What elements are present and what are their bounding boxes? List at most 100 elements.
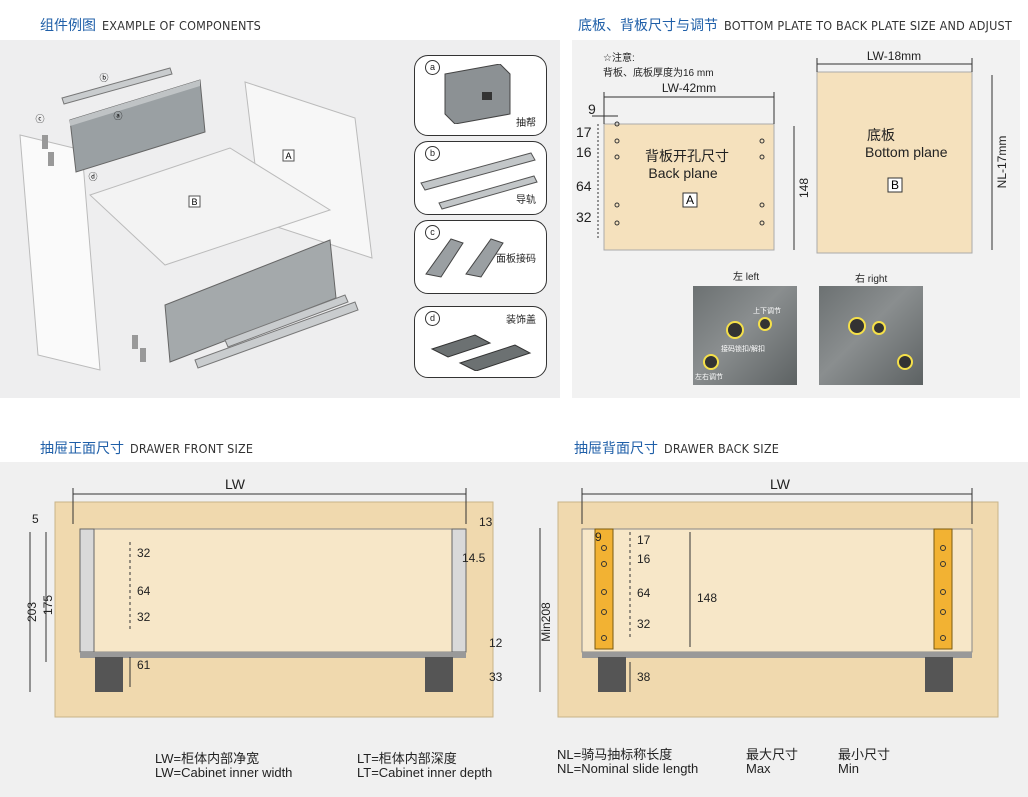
marker-b: ⓑ xyxy=(99,73,108,83)
legend-nl: NL=骑马抽标称长度 NL=Nominal slide length xyxy=(557,748,698,776)
title-zh: 组件例图 xyxy=(40,17,96,33)
back-lw-dim: LW xyxy=(770,476,791,492)
back-gap-17: 17 xyxy=(637,533,651,547)
card-letter: c xyxy=(425,225,440,240)
exploded-drawer-illustration: A B ⓑ ⓐ ⓒ ⓓ xyxy=(19,67,373,371)
front-side-dim: 13 xyxy=(479,515,493,529)
left-photo-caption: 左 left xyxy=(733,272,760,283)
back-plane-shape xyxy=(603,123,775,251)
front-gap-32a: 32 xyxy=(137,546,151,560)
legend-max: 最大尺寸 Max xyxy=(746,748,798,776)
front-gap-64: 64 xyxy=(137,584,151,598)
back-offset: 9 xyxy=(595,530,602,544)
front-gap-32b: 32 xyxy=(137,610,151,624)
back-gap-64: 64 xyxy=(576,178,592,194)
front-panel-shape xyxy=(19,134,101,371)
card-letter: a xyxy=(425,60,440,75)
legend-lw: LW=柜体内部净宽 LW=Cabinet inner width xyxy=(155,752,292,780)
front-d33: 33 xyxy=(489,670,503,684)
back-plane-tag: A xyxy=(686,193,694,207)
bottom-plane-title-zh: 底板 xyxy=(867,127,895,143)
back-offset-dim: 9 xyxy=(588,101,596,117)
bottom-panel-shape xyxy=(89,147,332,266)
title-en: DRAWER BACK SIZE xyxy=(664,441,780,456)
front-bottom61: 61 xyxy=(137,658,151,672)
front-top-dim: 5 xyxy=(32,512,39,526)
title-en: DRAWER FRONT SIZE xyxy=(130,441,254,456)
back-height-dim: 148 xyxy=(797,178,811,198)
slide-b-shape xyxy=(61,67,173,105)
legend-min-en: Min xyxy=(838,761,859,776)
back-h148: 148 xyxy=(697,591,717,605)
title-zh: 抽屉正面尺寸 xyxy=(40,440,124,456)
label-lr: 左右调节 xyxy=(695,374,723,381)
legend-min: 最小尺寸 Min xyxy=(838,748,890,776)
legend-max-en: Max xyxy=(746,761,771,776)
back-h38: 38 xyxy=(637,670,651,684)
back-plane-title-zh: 背板开孔尺寸 xyxy=(645,148,729,164)
label-updown: 上下调节 xyxy=(753,308,781,315)
bottom-plane-shape xyxy=(816,71,973,254)
front-side2-dim: 14.5 xyxy=(462,551,486,565)
marker-c: ⓒ xyxy=(35,114,44,124)
legend-nl-zh: NL=骑马抽标称长度 xyxy=(557,747,673,762)
card-label: 装饰盖 xyxy=(506,315,536,326)
legend-lw-zh: LW=柜体内部净宽 xyxy=(155,751,260,766)
card-label: 面板接码 xyxy=(496,254,536,265)
left-photo-art xyxy=(703,317,772,370)
title-en: BOTTOM PLATE TO BACK PLATE SIZE AND ADJU… xyxy=(724,18,1012,33)
back-gap-32: 32 xyxy=(637,617,651,631)
marker-B: B xyxy=(191,197,197,207)
side-panel-icon xyxy=(444,64,511,124)
legend-max-zh: 最大尺寸 xyxy=(746,747,799,762)
section-title-components: 组件例图 EXAMPLE OF COMPONENTS xyxy=(40,15,261,35)
left-photo: 上下调节 接码锁扣/解扣 左右调节 xyxy=(693,286,797,385)
card-label: 导轨 xyxy=(516,195,536,206)
slide-rail-icon xyxy=(420,152,538,210)
legend-nl-en: NL=Nominal slide length xyxy=(557,761,699,776)
section-title-back: 抽屉背面尺寸 DRAWER BACK SIZE xyxy=(574,438,779,458)
right-photo-caption: 右 right xyxy=(855,274,888,285)
back-gap-16: 16 xyxy=(576,144,592,160)
legend-lt-zh: LT=柜体内部深度 xyxy=(357,751,457,766)
bottom-plane-title-en: Bottom plane xyxy=(865,144,948,160)
bottom-width-dim: LW-18mm xyxy=(867,49,921,63)
card-letter: b xyxy=(425,146,440,161)
back-gap-16: 16 xyxy=(637,552,651,566)
label-lock: 接码锁扣/解扣 xyxy=(721,346,765,353)
marker-d: ⓓ xyxy=(88,172,97,182)
plates-diagram: LW-42mm 9 17 16 64 32 148 背板开孔尺寸 Back pl… xyxy=(576,49,1009,254)
title-zh: 抽屉背面尺寸 xyxy=(574,440,658,456)
drawer-back-diagram: LW Min208 9 17 16 64 32 148 38 xyxy=(539,476,999,718)
legend-lt-en: LT=Cabinet inner depth xyxy=(357,765,493,780)
note-body: 背板、底板厚度为16 mm xyxy=(603,68,714,79)
back-panel-shape xyxy=(581,528,973,653)
component-card-c: c 面板接码 xyxy=(414,220,547,294)
front-bracket-icon xyxy=(425,238,504,278)
back-width-dim: LW-42mm xyxy=(662,81,716,95)
component-card-b: b 导轨 xyxy=(414,141,547,215)
title-en: EXAMPLE OF COMPONENTS xyxy=(102,18,261,33)
marker-A: A xyxy=(285,151,291,161)
back-gap-17: 17 xyxy=(576,124,592,140)
legend-lw-en: LW=Cabinet inner width xyxy=(155,765,293,780)
cover-cap-icon xyxy=(430,334,532,371)
component-card-d: d 装饰盖 xyxy=(414,306,547,378)
note-title: ☆注意: xyxy=(603,53,635,64)
component-card-a: a 抽帮 xyxy=(414,55,547,136)
bottom-depth-dim: NL-17mm xyxy=(995,136,1009,189)
legend-lt: LT=柜体内部深度 LT=Cabinet inner depth xyxy=(357,752,492,780)
section-title-front: 抽屉正面尺寸 DRAWER FRONT SIZE xyxy=(40,438,253,458)
drawer-front-diagram: LW 5 13 14.5 203 175 32 64 32 61 12 33 xyxy=(25,476,503,718)
back-gap-64: 64 xyxy=(637,586,651,600)
right-photo-art xyxy=(848,317,913,370)
front-d12: 12 xyxy=(489,636,503,650)
back-min208: Min208 xyxy=(539,602,553,642)
back-plane-title-en: Back plane xyxy=(648,165,717,181)
front-h203: 203 xyxy=(25,602,39,622)
front-lw-dim: LW xyxy=(225,476,246,492)
card-letter: d xyxy=(425,311,440,326)
card-label: 抽帮 xyxy=(516,118,536,129)
back-gap-32: 32 xyxy=(576,209,592,225)
